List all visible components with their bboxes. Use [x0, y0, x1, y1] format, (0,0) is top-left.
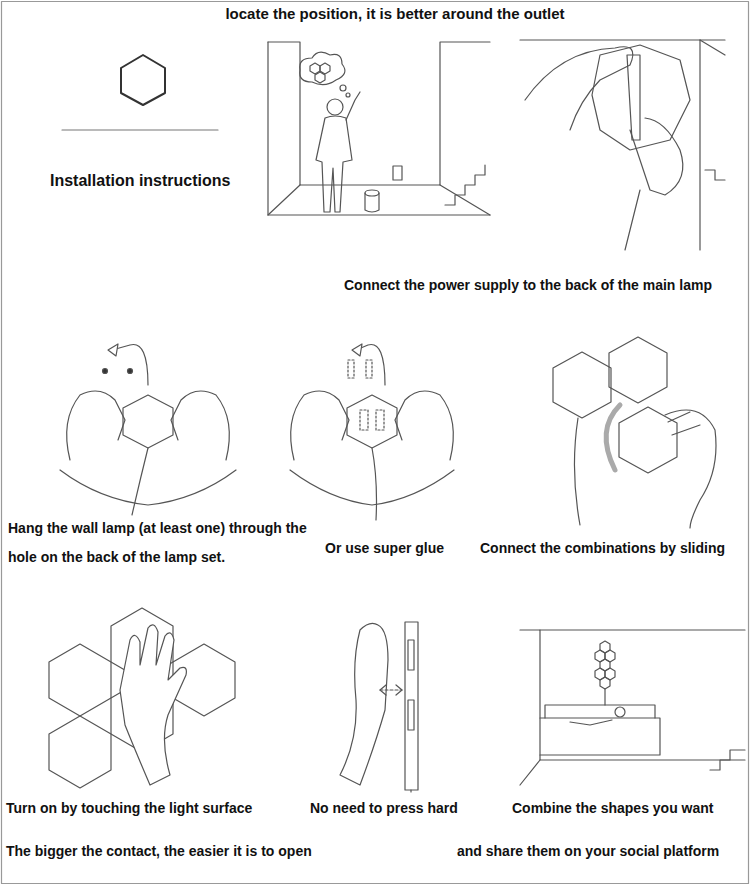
hang-lamp-scene	[60, 344, 236, 515]
room-scene	[268, 42, 490, 215]
press-scene	[340, 622, 418, 792]
power-connect-scene	[520, 40, 725, 250]
hexagon-icon	[121, 55, 165, 105]
touch-scene	[49, 608, 235, 788]
step-caption: Turn on by touching the light surface	[6, 800, 252, 817]
glue-scene	[290, 344, 454, 520]
step-caption: No need to press hard	[310, 800, 458, 817]
step-caption: Combine the shapes you want	[512, 800, 713, 817]
step-caption: and share them on your social platform	[457, 843, 719, 860]
divider-line	[62, 129, 218, 130]
living-room-scene	[520, 630, 745, 785]
slide-connect-scene	[553, 337, 716, 528]
step-caption: Hang the wall lamp (at least one) throug…	[8, 514, 323, 572]
step-caption: The bigger the contact, the easier it is…	[6, 843, 312, 860]
instructions-title: Installation instructions	[50, 172, 230, 189]
step-caption: Or use super glue	[325, 540, 444, 557]
step-caption: Connect the combinations by sliding	[480, 540, 725, 557]
step-caption: locate the position, it is better around…	[225, 5, 564, 22]
step-caption: Connect the power supply to the back of …	[344, 277, 712, 294]
